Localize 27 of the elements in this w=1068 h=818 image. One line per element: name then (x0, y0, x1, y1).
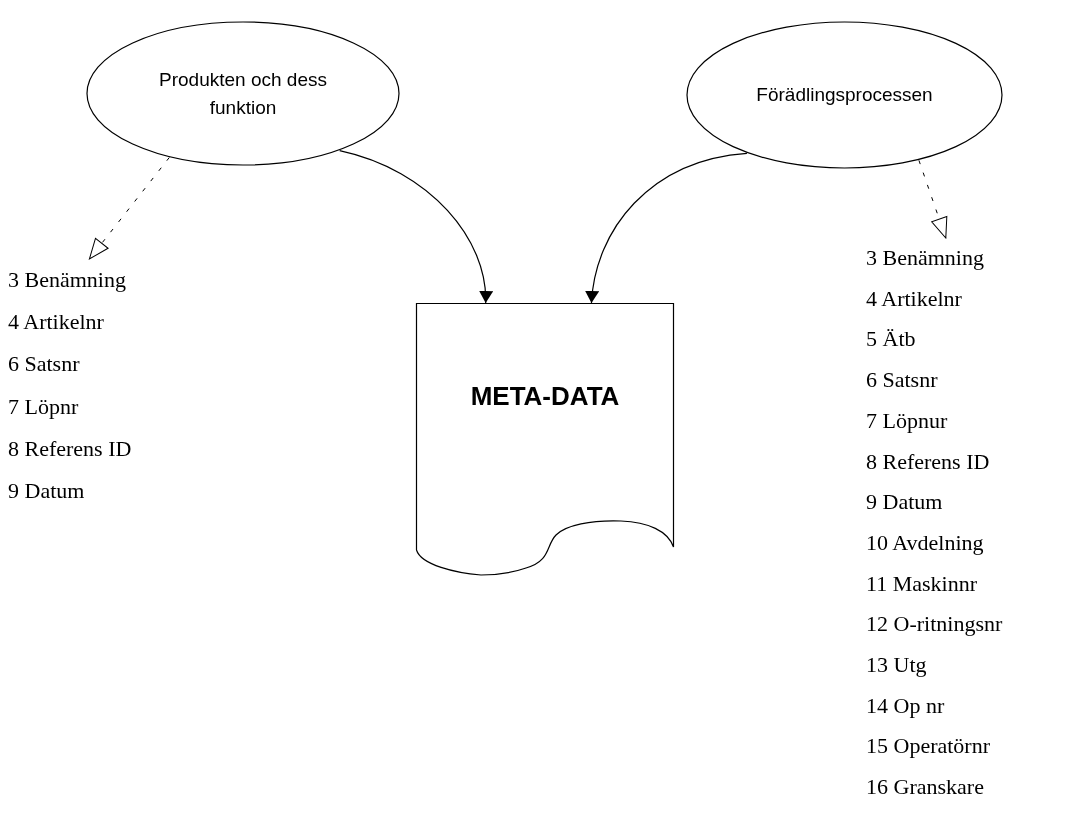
list-item: 7 Löpnur (866, 406, 948, 435)
dashed-arrow (918, 159, 948, 239)
list-item: 10 Avdelning (866, 528, 984, 557)
list-item: 6 Satsnr (8, 350, 80, 379)
list-item: 3 Benämning (8, 266, 126, 294)
list-item: 5 Ätb (866, 325, 916, 354)
node-label: Förädlingsprocessen (755, 83, 934, 107)
list-item: 14 Op nr (866, 691, 945, 720)
list-item: 6 Satsnr (866, 366, 938, 395)
list-item: 8 Referens ID (8, 434, 132, 463)
list-item: 16 Granskare (866, 773, 984, 802)
node-label: Produkten och dess funktion (158, 67, 328, 120)
curved-arrow (339, 150, 493, 304)
list-item: 11 Maskinnr (866, 569, 977, 598)
list-item: 8 Referens ID (866, 447, 990, 476)
list-item: 13 Utg (866, 651, 927, 680)
list-item: 9 Datum (8, 477, 85, 505)
curved-arrow (585, 152, 748, 304)
list-item: 9 Datum (866, 488, 943, 517)
list-item: 4 Artikelnr (8, 308, 104, 337)
document-label: META-DATA (469, 381, 621, 412)
list-item: 3 Benämning (866, 244, 984, 272)
list-item: 15 Operatörnr (866, 732, 990, 761)
dashed-arrow (88, 157, 170, 260)
list-item: 4 Artikelnr (866, 284, 962, 313)
list-item: 12 O-ritningsnr (866, 610, 1003, 639)
list-item: 7 Löpnr (8, 392, 79, 421)
